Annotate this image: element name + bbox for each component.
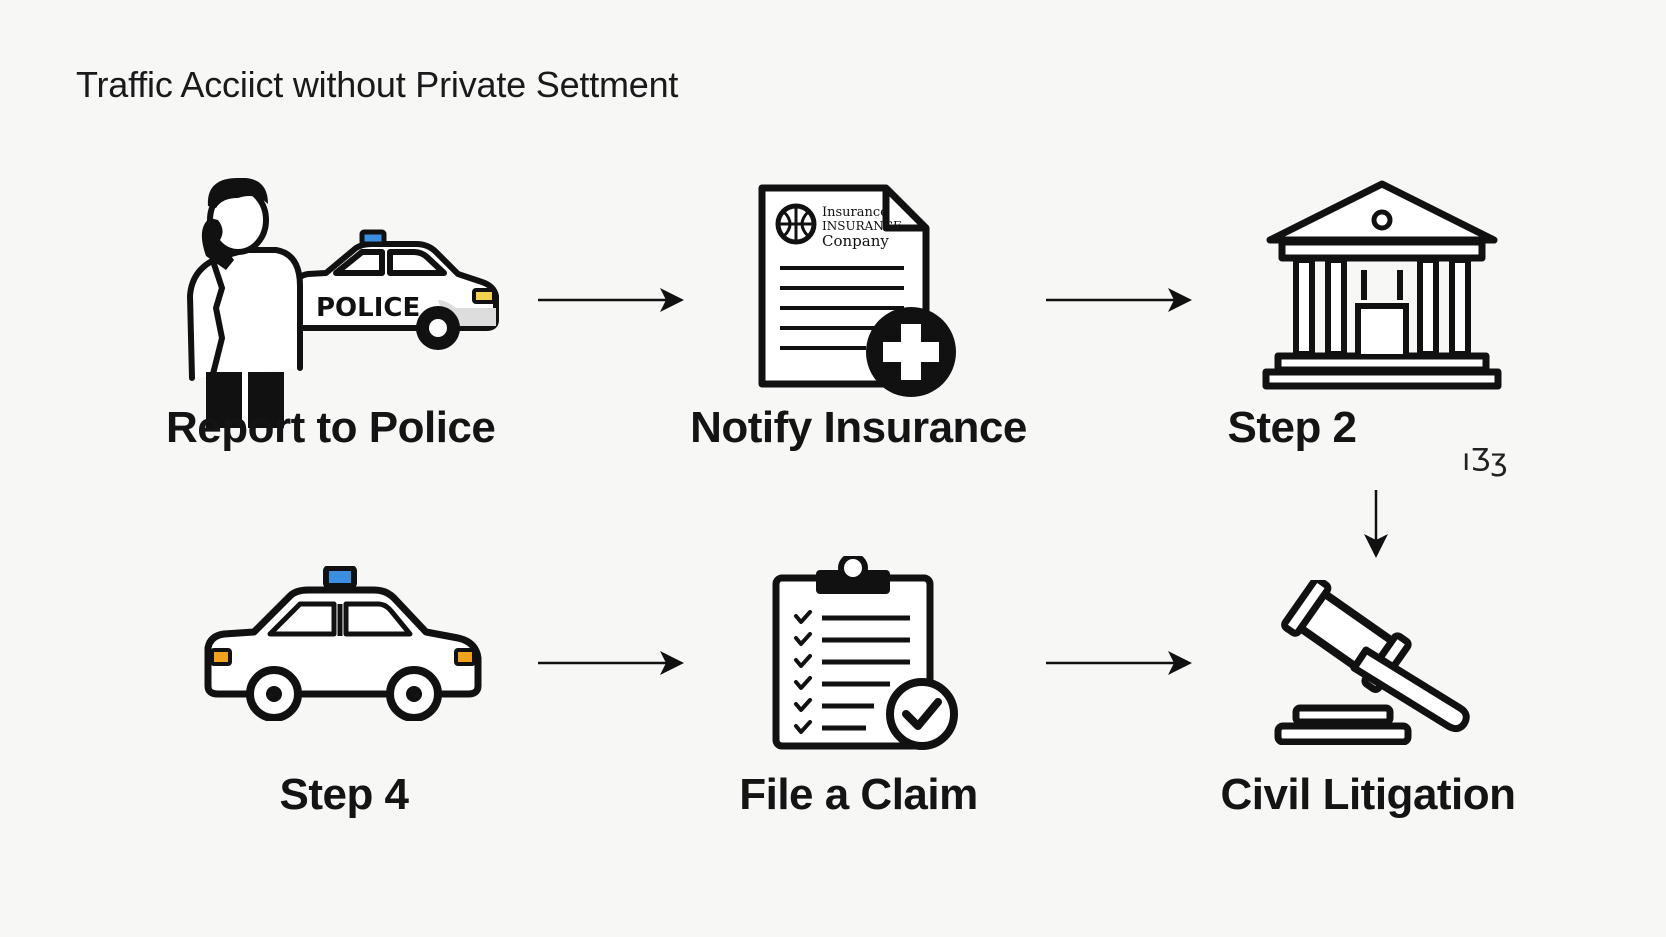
- diagram-title: Traffic Acciict without Private Settment: [76, 64, 679, 105]
- police-badge-text: POLICE: [316, 293, 420, 323]
- stray-mark-text: ıƷʒ: [1462, 443, 1508, 478]
- flow-arrow: [1046, 649, 1196, 682]
- doc-line-1: Insurance: [822, 205, 888, 220]
- flow-arrow: [538, 649, 688, 682]
- doc-line-2: INSURANCE: [822, 219, 902, 233]
- step-label-step-2: Step 2: [1227, 403, 1357, 452]
- courthouse-icon: [1262, 180, 1502, 400]
- step-label-notify-insurance: Notify Insurance: [690, 403, 1027, 452]
- step-label-civil-litigation: Civil Litigation: [1220, 770, 1516, 819]
- car-icon: [204, 565, 484, 726]
- gavel-icon: [1270, 576, 1480, 750]
- person-phone-police-car-icon: POLICE: [176, 177, 506, 433]
- step-label-report-to-police: Report to Police: [166, 403, 496, 452]
- doc-line-3: Conpany: [822, 232, 889, 250]
- flow-arrow: [538, 286, 688, 319]
- flow-arrow: [1046, 286, 1196, 319]
- insurance-document-plus-icon: Insurance INSURANCE Conpany: [756, 184, 966, 419]
- clipboard-checklist-icon: [770, 553, 970, 761]
- step-label-step-4: Step 4: [279, 770, 409, 819]
- step-label-file-a-claim: File a Claim: [739, 770, 978, 819]
- flow-arrow-down: [1362, 490, 1390, 565]
